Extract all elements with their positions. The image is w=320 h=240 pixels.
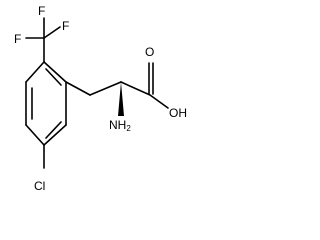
chlorine-substituent: Cl [34,144,45,193]
ring-inner-double-bond-top-right [45,68,62,86]
fluorine-label-top-left: F [38,4,45,18]
amine-label-main: NH [109,118,126,132]
fluorine-label-left: F [14,32,21,46]
chlorobenzene-ring [25,61,67,146]
ch2-to-alpha-carbon-bond [89,81,122,96]
amine-label: NH2 [109,118,131,133]
ring-bond-top-left [25,61,45,83]
chemical-structure-diagram: F F F Cl NH2 O OH [14,4,187,193]
ring-inner-double-bond-bottom-right [45,121,62,139]
alpha-carbon-to-carboxyl-carbon-bond [120,81,151,96]
carboxyl-single-bond-hydroxyl [149,94,169,109]
chlorine-label: Cl [34,179,45,193]
amine-label-subscript: 2 [126,124,131,133]
carbonyl-oxygen-label: O [145,45,154,59]
ring-bond-bottom-left [25,124,45,146]
amino-wedge-bond [118,82,124,116]
ring-bond-top-right [43,61,67,83]
trifluoromethyl-group: F F F [14,4,69,63]
alanine-side-chain: NH2 O OH [65,45,187,133]
cf3-bond-c-f-top-right [43,26,61,39]
fluorine-label-top-right: F [62,19,69,33]
ring-to-ch2-bond [65,81,91,96]
ring-bond-bottom-right [43,124,67,146]
hydroxyl-label: OH [169,106,187,120]
